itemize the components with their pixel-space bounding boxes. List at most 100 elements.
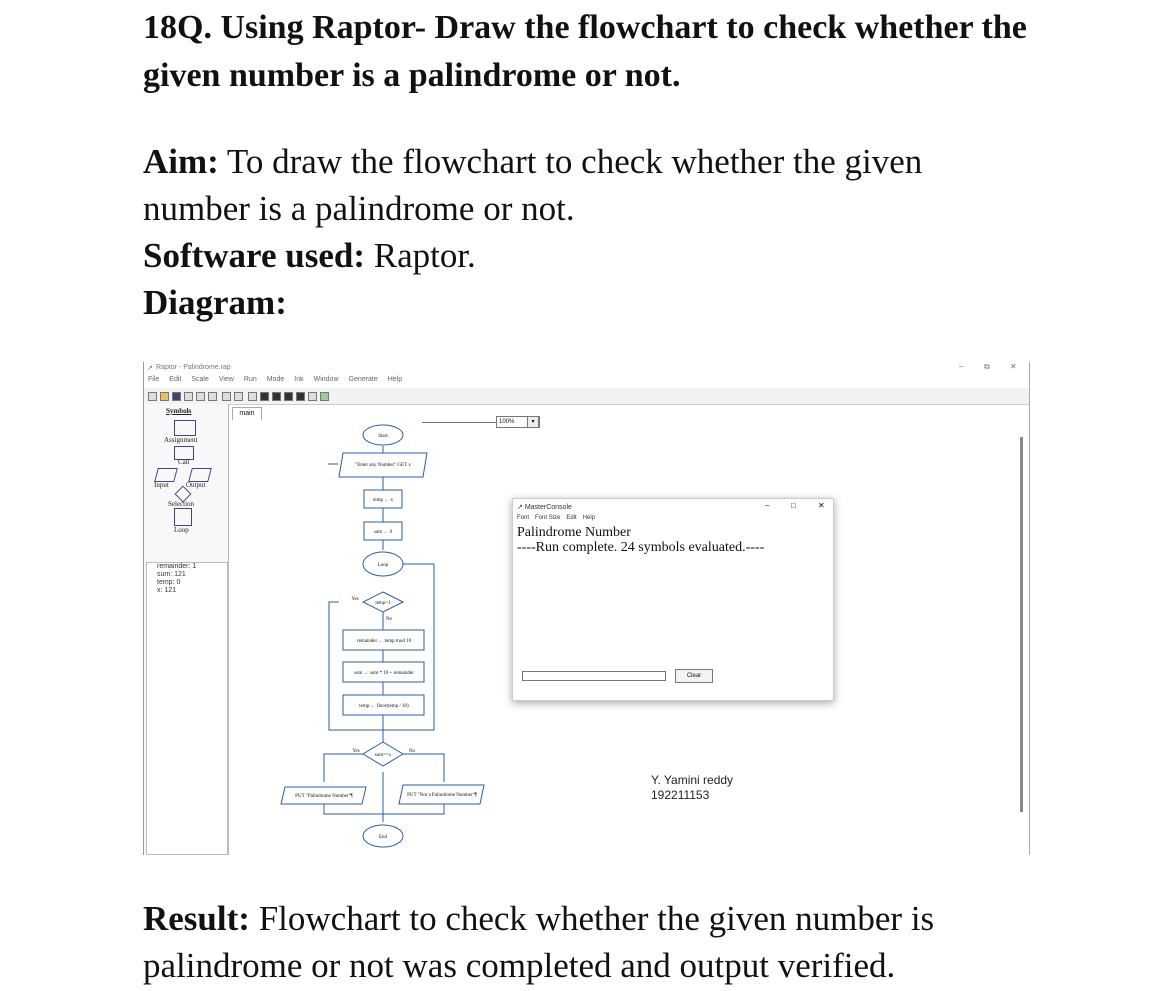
assign-temp2-text: temp ← floor(temp / 10) (359, 704, 409, 709)
menu-ink[interactable]: Ink (294, 376, 304, 383)
no-label: No (386, 617, 393, 622)
variable-x: x: 121 (157, 587, 177, 594)
loop-text: Loop (378, 563, 389, 568)
aim-label: Aim: (143, 142, 219, 181)
paste-icon[interactable] (208, 392, 217, 401)
assign-temp-text: temp ← x (373, 498, 393, 503)
input-text: "Enter any Number" GET x (355, 463, 411, 468)
save-icon[interactable] (172, 392, 181, 401)
menu-file[interactable]: File (148, 376, 160, 383)
open-folder-icon[interactable] (160, 392, 169, 401)
maximize-icon[interactable]: □ (791, 501, 796, 510)
step-icon[interactable] (248, 392, 257, 401)
pause-icon[interactable] (272, 392, 281, 401)
cut-icon[interactable] (184, 392, 193, 401)
raptor-toolbar: 100% ▾ (144, 388, 1029, 428)
no-label-2: No (409, 749, 416, 754)
assignment-symbol-icon[interactable] (174, 420, 196, 436)
raptor-menu-bar: File Edit Scale View Run Mode Ink Window Generat… (144, 376, 1029, 388)
output-yes-block (280, 786, 367, 805)
master-console-window: ↗ MasterConsole – □ ✕ Font Font Size Edit H… (512, 498, 834, 701)
software-paragraph: Software used: Raptor. (143, 232, 476, 279)
copy-icon[interactable] (196, 392, 205, 401)
menu-scale[interactable]: Scale (191, 376, 209, 383)
menu-window[interactable]: Window (313, 376, 339, 383)
pen-icon[interactable] (320, 392, 329, 401)
condition-temp-diamond (361, 591, 405, 613)
console-input[interactable] (522, 671, 666, 681)
step-over-icon[interactable] (296, 392, 305, 401)
aim-text: To draw the flowchart to check whether t… (143, 142, 923, 228)
console-menu-help[interactable]: Help (582, 515, 596, 521)
result-label: Result: (143, 899, 250, 938)
variable-remainder: remainder: 1 (157, 563, 197, 570)
call-label: Call (178, 458, 190, 466)
assignment-label: Assignment (164, 436, 198, 444)
menu-mode[interactable]: Mode (266, 376, 285, 383)
software-label: Software used: (143, 236, 365, 275)
symbols-header: Symbols (166, 407, 192, 415)
loop-block (362, 551, 404, 577)
chevron-down-icon[interactable]: ▾ (527, 416, 539, 428)
restore-icon[interactable]: ⧉ (984, 362, 990, 371)
call-symbol-icon[interactable] (174, 446, 194, 460)
page-heading: 18Q. Using Raptor- Draw the flowchart to… (143, 9, 1027, 94)
stop-icon[interactable] (284, 392, 293, 401)
condition-sum-text: sum==x (375, 753, 392, 758)
yes-label: Yes (351, 597, 358, 602)
end-terminal (362, 824, 404, 848)
close-icon[interactable]: ✕ (818, 501, 825, 510)
variables-panel: remainder: 1 sum: 121 temp: 0 x: 121 (146, 562, 228, 855)
print-icon[interactable] (222, 392, 231, 401)
assign-remainder-text: remainder ← temp mod 10 (357, 639, 412, 644)
software-text: Raptor. (364, 236, 476, 275)
raptor-title-bar: ↗ Raptor - Palindrome.rap – ⧉ ✕ (144, 362, 1029, 376)
play-icon[interactable] (260, 392, 269, 401)
speed-slider[interactable] (422, 422, 496, 423)
console-menu-font[interactable]: Font (517, 515, 530, 521)
output-no-text: PUT "Not a Palindrome Number"¶ (407, 793, 478, 798)
assign-remainder-block (342, 629, 425, 651)
assign-sum-text: sum ← 0 (374, 530, 393, 535)
start-text: Start (378, 434, 388, 439)
assign-sum2-text: sum ← sum * 10 + remainder (354, 671, 414, 676)
console-menu-edit[interactable]: Edit (566, 515, 577, 521)
menu-generate[interactable]: Generate (348, 376, 378, 383)
minimize-icon[interactable]: – (959, 362, 964, 371)
yes-label-2: Yes (352, 749, 359, 754)
menu-run[interactable]: Run (243, 376, 257, 383)
assign-sum2-block (342, 661, 425, 683)
assign-temp2-block (342, 694, 425, 716)
vertical-scrollbar[interactable] (1020, 437, 1023, 812)
minimize-icon[interactable]: – (765, 501, 770, 510)
raptor-icon: ↗ (147, 365, 153, 372)
output-label: Output (186, 481, 206, 489)
loop-symbol-icon[interactable] (174, 508, 192, 526)
menu-view[interactable]: View (218, 376, 234, 383)
console-line-1: Palindrome Number (517, 525, 631, 540)
console-title-text: MasterConsole (524, 504, 572, 511)
undo-icon[interactable] (234, 392, 243, 401)
menu-help[interactable]: Help (387, 376, 403, 383)
console-output: Palindrome Number ----Run complete. 24 s… (517, 525, 827, 665)
console-line-2: ----Run complete. 24 symbols evaluated.-… (517, 540, 765, 555)
breakpoint-icon[interactable] (308, 392, 317, 401)
menu-edit[interactable]: Edit (169, 376, 182, 383)
selection-label: Selection (168, 500, 195, 508)
new-file-icon[interactable] (148, 392, 157, 401)
clear-button[interactable]: Clear (675, 669, 713, 683)
result-text: Flowchart to check whether the given num… (143, 899, 935, 985)
output-yes-text: PUT "Palindrome Number"¶ (295, 794, 353, 799)
close-icon[interactable]: ✕ (1010, 362, 1017, 371)
loop-label: Loop (174, 526, 189, 534)
aim-paragraph: Aim: To draw the flowchart to check whet… (143, 138, 1033, 232)
tab-main[interactable]: main (232, 407, 262, 420)
condition-sum-diamond (362, 741, 404, 767)
console-menu-font-size[interactable]: Font Size (535, 515, 561, 521)
author-block: Y. Yamini reddy 192211153 (651, 773, 733, 803)
console-title: ↗ MasterConsole (517, 503, 572, 511)
input-label: Input (154, 481, 169, 489)
symbols-panel: Symbols Assignment Call Input Output Sel… (144, 404, 229, 855)
result-paragraph: Result: Flowchart to check whether the g… (143, 895, 1043, 989)
assign-temp-block (363, 489, 403, 509)
